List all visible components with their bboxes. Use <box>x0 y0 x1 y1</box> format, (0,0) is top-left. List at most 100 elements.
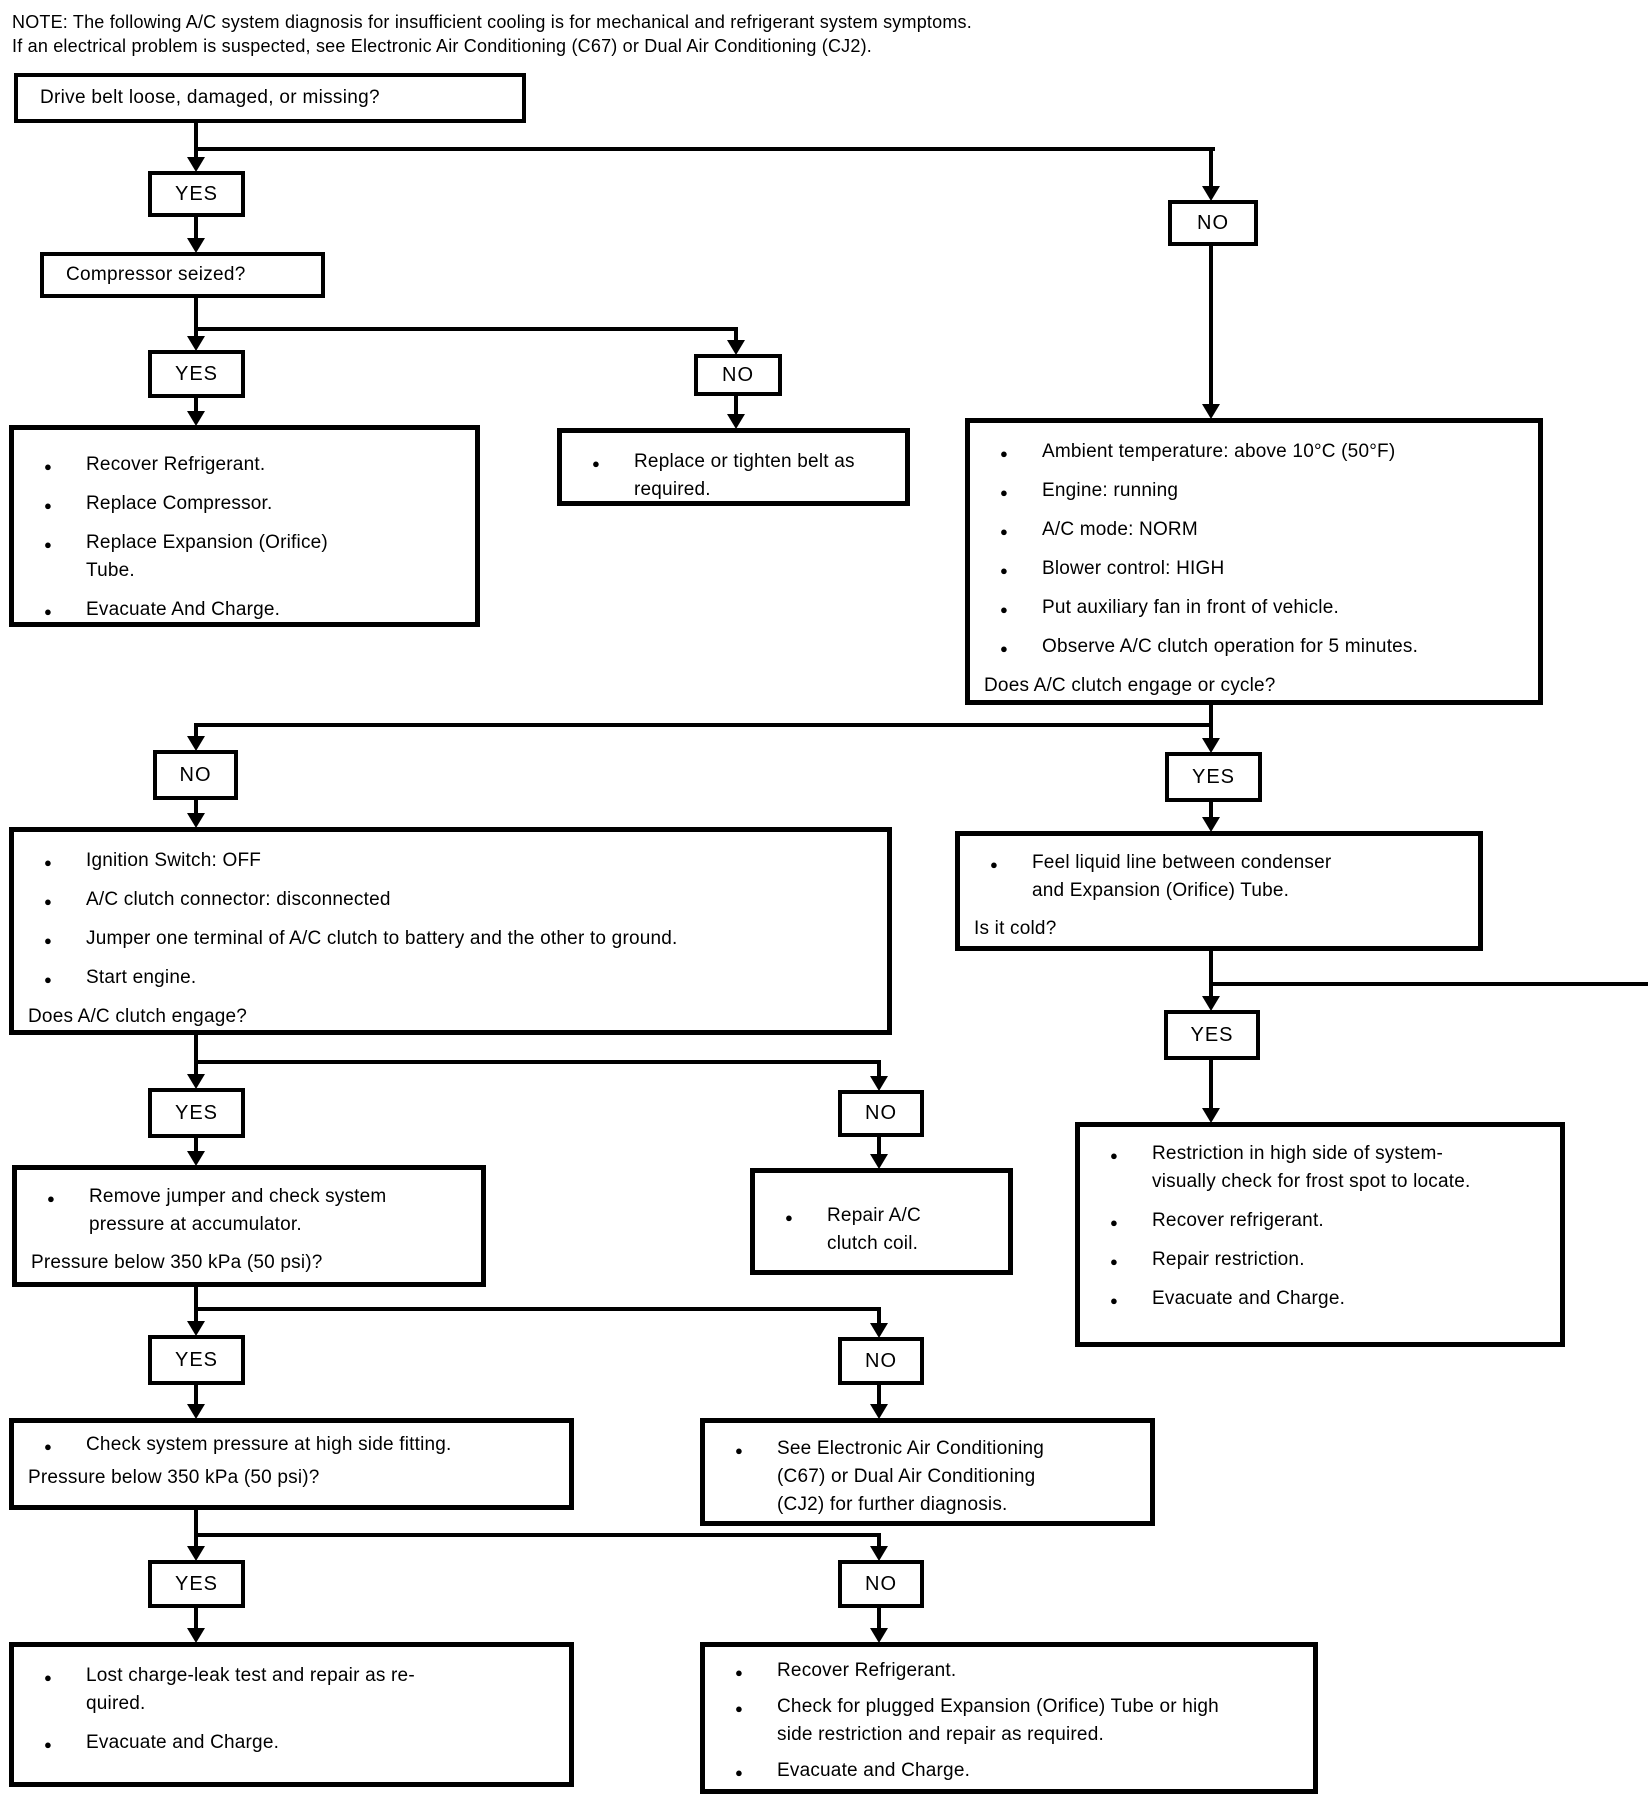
arrowhead-down <box>1202 186 1220 201</box>
connector <box>194 723 1213 727</box>
yes-box-clutch-engage: YES <box>148 1088 245 1138</box>
list-item: Ambient temperature: above 10°C (50°F) <box>970 438 1528 468</box>
connector <box>734 396 738 414</box>
no-box-high-side-pressure: NO <box>838 1560 924 1608</box>
arrowhead-down <box>187 1074 205 1089</box>
arrowhead-down <box>1202 817 1220 832</box>
question-text: Is it cold? <box>974 918 1057 939</box>
connector <box>1209 951 1213 996</box>
connector <box>1209 246 1213 404</box>
no-box-drive-belt: NO <box>1168 200 1258 246</box>
list-item: Evacuate and Charge. <box>1080 1285 1550 1315</box>
arrowhead-down <box>187 1151 205 1166</box>
yes-label: YES <box>174 1101 219 1124</box>
arrowhead-down <box>870 1404 888 1419</box>
arrowhead-down <box>187 1546 205 1561</box>
connector <box>734 327 738 340</box>
list-item: Replace Expansion (Orifice) Tube. <box>14 529 366 585</box>
connector-offpage <box>1211 982 1648 986</box>
arrowhead-down <box>187 336 205 351</box>
connector <box>877 1137 881 1154</box>
note-text: NOTE: The following A/C system diagnosis… <box>12 10 1412 58</box>
list-item: Check for plugged Expansion (Orifice) Tu… <box>705 1693 1222 1749</box>
connector <box>194 800 198 813</box>
list-item: Recover Refrigerant. <box>705 1657 1303 1687</box>
yes-box-liquid-line-cold: YES <box>1164 1010 1260 1060</box>
arrowhead-down <box>727 414 745 429</box>
no-label: NO <box>865 1102 897 1124</box>
list-item: Remove jumper and check system pressure … <box>17 1183 419 1239</box>
yes-label: YES <box>1190 1023 1234 1046</box>
question-text: Pressure below 350 kPa (50 psi)? <box>28 1467 320 1488</box>
connector <box>194 1385 198 1404</box>
arrowhead-down <box>870 1628 888 1643</box>
question-text: Does A/C clutch engage or cycle? <box>984 675 1276 696</box>
connector <box>194 327 738 331</box>
box-replace-tighten-belt: Replace or tighten belt as required. <box>557 428 910 506</box>
box-accumulator-pressure: Remove jumper and check system pressure … <box>12 1165 486 1287</box>
list-item: A/C mode: NORM <box>970 516 1528 546</box>
connector <box>1209 147 1213 186</box>
box-repair-clutch-coil: Repair A/C clutch coil. <box>750 1168 1013 1275</box>
connector <box>194 1138 198 1151</box>
connector <box>194 1510 198 1546</box>
list-item: Replace Compressor. <box>14 490 465 520</box>
yes-label: YES <box>174 362 219 385</box>
box-lost-charge: Lost charge-leak test and repair as re- … <box>9 1642 574 1787</box>
list-item: Blower control: HIGH <box>970 555 1528 585</box>
yes-box-compressor-seized: YES <box>148 350 245 398</box>
connector <box>194 123 198 157</box>
yes-box-clutch-cycle: YES <box>1165 752 1262 802</box>
no-box-compressor-seized: NO <box>694 354 782 396</box>
yes-box-accumulator-pressure: YES <box>148 1335 245 1385</box>
box-high-side-pressure: Check system pressure at high side fitti… <box>9 1418 574 1510</box>
arrowhead-down <box>187 1321 205 1336</box>
arrowhead-down <box>187 1628 205 1643</box>
connector <box>877 1533 881 1546</box>
list-item: Repair A/C clutch coil. <box>755 1202 947 1258</box>
arrowhead-down <box>1202 996 1220 1011</box>
list-item: Replace or tighten belt as required. <box>562 448 874 504</box>
drive-belt-question-text: Drive belt loose, damaged, or missing? <box>40 87 380 108</box>
list-item: Put auxiliary fan in front of vehicle. <box>970 594 1528 624</box>
connector <box>194 1608 198 1628</box>
list-item: Lost charge-leak test and repair as re- … <box>14 1662 446 1718</box>
list-item: Recover refrigerant. <box>1080 1207 1550 1237</box>
box-recover-plugged-orifice: Recover Refrigerant. Check for plugged E… <box>700 1642 1318 1794</box>
connector <box>877 1608 881 1628</box>
list-item: Evacuate And Charge. <box>14 596 465 626</box>
box-clutch-cycle-test: Ambient temperature: above 10°C (50°F) E… <box>965 418 1543 705</box>
connector <box>194 1307 881 1311</box>
list-item: Restriction in high side of system-visua… <box>1080 1140 1497 1196</box>
list-item: Evacuate and Charge. <box>705 1757 1303 1787</box>
no-box-clutch-engage: NO <box>838 1090 924 1137</box>
no-label: NO <box>179 763 212 786</box>
box-jumper-test: Ignition Switch: OFF A/C clutch connecto… <box>9 827 892 1035</box>
no-box-accumulator-pressure: NO <box>838 1337 924 1385</box>
arrowhead-down <box>187 238 205 253</box>
connector <box>194 1035 198 1074</box>
list-item: Observe A/C clutch operation for 5 minut… <box>970 633 1528 663</box>
box-recover-replace-compressor: Recover Refrigerant. Replace Compressor.… <box>9 425 480 627</box>
connector <box>1209 705 1213 723</box>
list-item: Engine: running <box>970 477 1528 507</box>
yes-box-drive-belt: YES <box>148 171 245 217</box>
box-see-electronic-ac: See Electronic Air Conditioning (C67) or… <box>700 1418 1155 1526</box>
list-item: Evacuate and Charge. <box>14 1729 559 1759</box>
list-item: Recover Refrigerant. <box>14 451 465 481</box>
arrowhead-down <box>1202 1108 1220 1123</box>
note-line-1: NOTE: The following A/C system diagnosis… <box>12 12 972 32</box>
connector <box>1209 802 1213 817</box>
connector <box>194 398 198 411</box>
compressor-seized-question-text: Compressor seized? <box>66 264 246 285</box>
connector <box>877 1060 881 1076</box>
yes-box-high-side-pressure: YES <box>148 1560 245 1608</box>
list-item: Jumper one terminal of A/C clutch to bat… <box>14 925 877 955</box>
arrowhead-down <box>187 411 205 426</box>
arrowhead-down <box>187 157 205 172</box>
no-label: NO <box>865 1349 897 1372</box>
yes-label: YES <box>174 1348 219 1371</box>
box-high-side-restriction: Restriction in high side of system-visua… <box>1075 1122 1565 1347</box>
list-item: See Electronic Air Conditioning (C67) or… <box>705 1435 1087 1519</box>
